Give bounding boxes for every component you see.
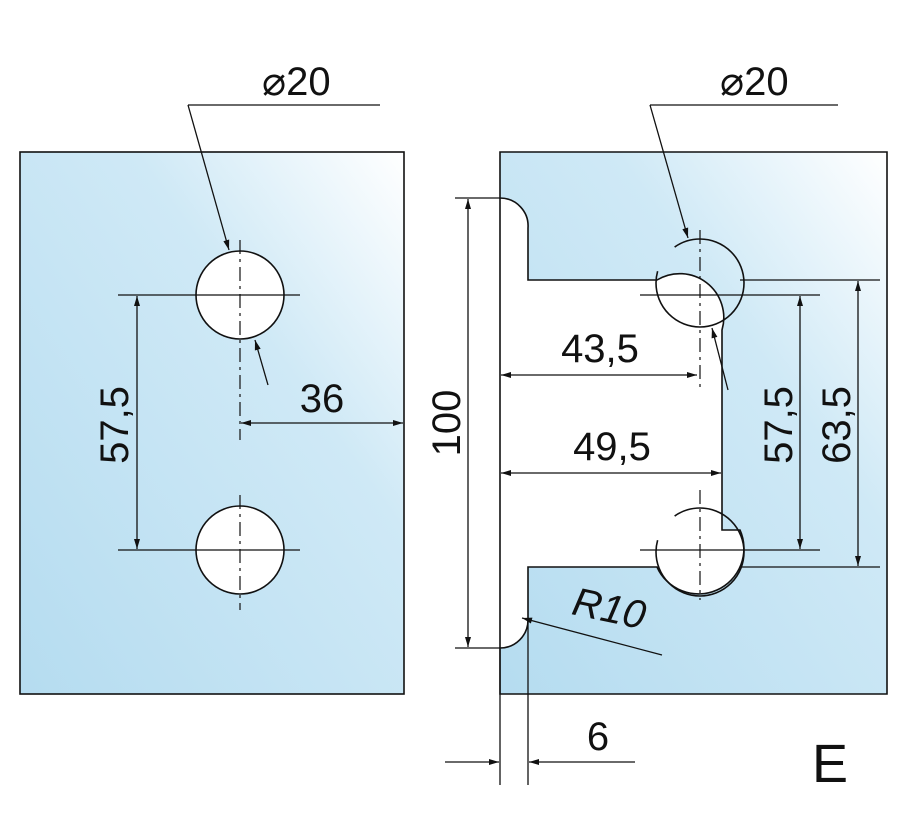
cutout-height-dim: 63,5 (815, 386, 859, 464)
right-diameter-label: ⌀20 (720, 60, 789, 104)
dim-49-5: 49,5 (573, 425, 651, 469)
variant-label: E (812, 734, 848, 794)
right-hole-spacing-dim: 57,5 (757, 386, 801, 464)
right-glass-plate: 100 43,5 49,5 57,5 63,5 R10 6 ⌀20 (425, 60, 888, 785)
left-edge-distance-dim: 36 (300, 377, 345, 421)
left-hole-spacing-dim: 57,5 (93, 386, 137, 464)
left-diameter-label: ⌀20 (262, 60, 331, 104)
left-glass-plate: 57,5 36 ⌀20 (19, 60, 405, 695)
offset-dim: 6 (587, 715, 609, 759)
height-dim: 100 (425, 390, 469, 457)
dim-43-5: 43,5 (561, 327, 639, 371)
